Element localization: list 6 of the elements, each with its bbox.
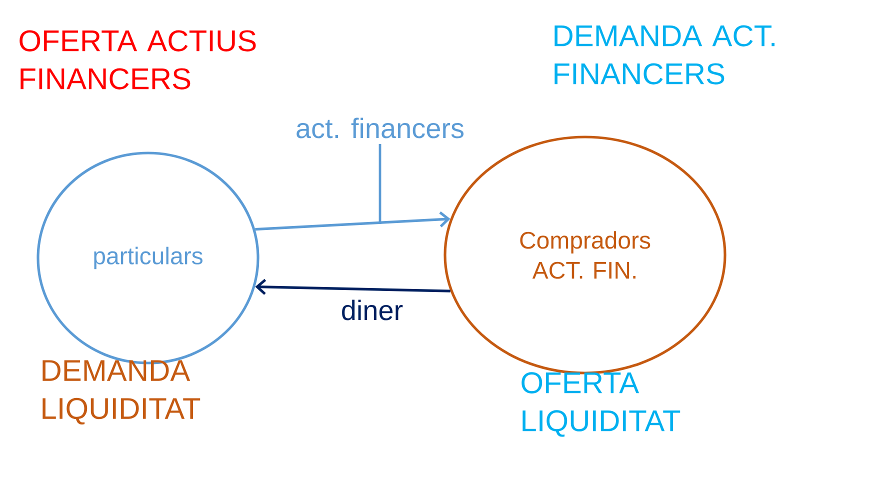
- edge-label: diner: [340, 298, 404, 322]
- handwritten-note: OFERTA ACTIUS FINANCERS: [20, 30, 256, 90]
- handwritten-note: DEMANDA ACT. FINANCERS: [554, 25, 774, 84]
- arrow: [255, 211, 450, 231]
- handwritten-note: OFERTA LIQUIDITAT: [522, 372, 680, 437]
- arrow: [255, 278, 450, 295]
